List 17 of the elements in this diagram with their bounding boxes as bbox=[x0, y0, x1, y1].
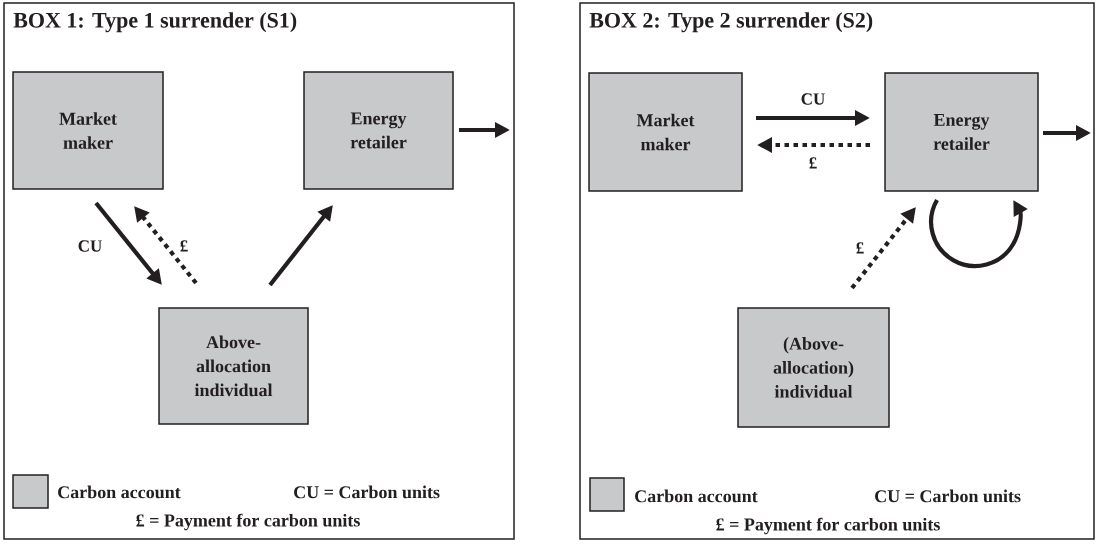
account-box: Market maker bbox=[588, 72, 743, 192]
legend-note: £ = Payment for carbon units bbox=[716, 517, 940, 535]
account-box: Energy retailer bbox=[884, 72, 1039, 192]
legend-note: CU = Carbon units bbox=[294, 485, 440, 499]
account-box: (Above-allocation) individual bbox=[737, 307, 890, 428]
edge-label: CU bbox=[801, 93, 825, 105]
account-box: Market maker bbox=[12, 71, 164, 190]
legend-note: £ = Payment for carbon units bbox=[136, 513, 360, 531]
account-box: Energy retailer bbox=[303, 71, 454, 190]
legend-note: CU = Carbon units bbox=[875, 489, 1021, 503]
edge-label: £ bbox=[856, 242, 864, 254]
legend-label: Carbon account bbox=[58, 485, 181, 499]
edge-label: £ bbox=[809, 157, 817, 169]
legend-label: Carbon account bbox=[635, 489, 758, 503]
edge-label: £ bbox=[180, 240, 188, 252]
edge-label: CU bbox=[78, 240, 102, 252]
account-box: Above-allocation individual bbox=[158, 307, 309, 425]
